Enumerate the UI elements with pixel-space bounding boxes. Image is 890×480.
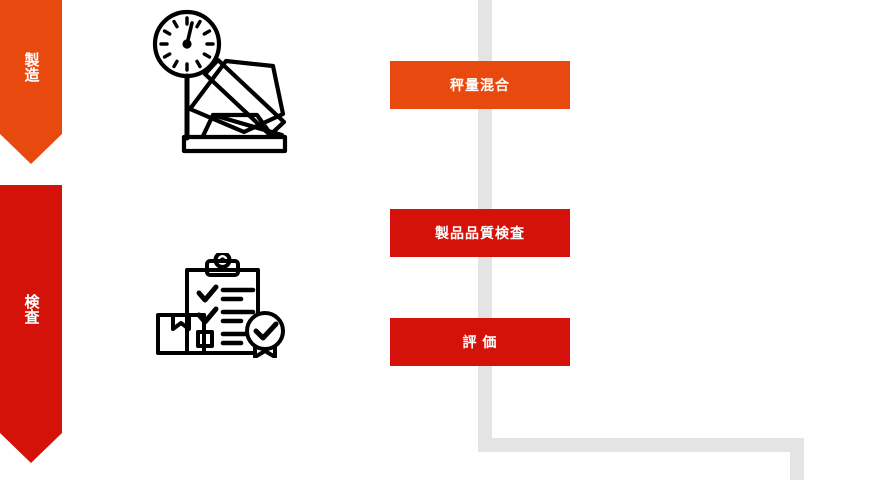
quality-checklist-glyph [156,253,285,358]
stage-arrow-inspection: 検査 [0,185,62,463]
scale-sack-strap [202,57,287,138]
process-step-weighing-label: 秤量混合 [450,77,510,93]
clipboard-check-2 [196,306,219,325]
stage-arrow-manufacturing: 製造 [0,0,62,164]
scale-dial-ticks [159,16,215,72]
process-step-evaluation-label: 評 価 [462,334,498,350]
process-step-quality-inspection-label: 製品品質検査 [435,225,525,241]
stage-arrow-inspection-label-wrap: 検査 [0,185,62,433]
stage-arrow-inspection-tip [0,433,62,463]
badge-check [253,321,279,341]
scale-sack [187,58,286,135]
scale-needle-hub [182,39,192,49]
stage-arrow-inspection-label: 検査 [22,294,40,324]
clipboard-clip-dot [219,257,226,263]
process-step-weighing[interactable]: 秤量混合 [390,61,570,109]
stage-arrow-inspection-body [0,185,62,433]
badge-circle [245,311,285,351]
weighing-scale-glyph [152,9,288,154]
clipboard-clip-ring [213,253,232,269]
clipboard-checkbox-empty [196,330,214,348]
stage-arrow-manufacturing-tip [0,134,62,164]
scale-platform-frame [200,112,275,139]
scale-base [181,134,288,154]
process-step-quality-inspection[interactable]: 製品品質検査 [390,209,570,257]
scale-support-right [210,112,285,138]
stage-arrow-manufacturing-body [0,0,62,134]
quality-checklist-icon [155,253,290,358]
weighing-scale-icon [150,2,295,162]
stage-arrow-manufacturing-label: 製造 [22,52,40,82]
stage-arrow-manufacturing-label-wrap: 製造 [0,0,62,134]
connector-vertical-line-right [790,438,804,480]
clipboard-check-1 [196,284,219,303]
process-step-evaluation[interactable]: 評 価 [390,318,570,366]
connector-horizontal-line [478,438,804,452]
